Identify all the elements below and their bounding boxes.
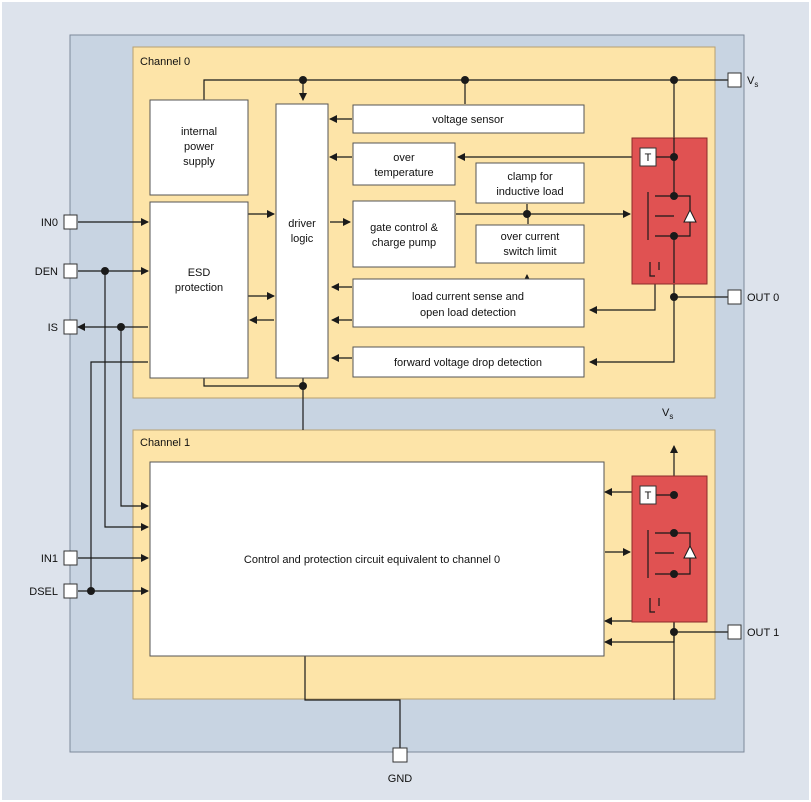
svg-text:OUT 0: OUT 0: [747, 292, 779, 304]
svg-text:switch limit: switch limit: [503, 246, 556, 258]
over-current-block: over current switch limit: [475, 224, 585, 264]
forward-voltage-drop-block: forward voltage drop detection: [352, 346, 585, 378]
pin-den: DEN: [35, 263, 78, 279]
pin-vs: Vs: [727, 72, 758, 89]
svg-text:power: power: [184, 141, 214, 153]
svg-text:DEN: DEN: [35, 266, 58, 278]
esd-protection-block: ESD protection: [149, 201, 249, 379]
vs-label-mid: Vs: [662, 407, 673, 421]
svg-text:forward voltage drop detection: forward voltage drop detection: [394, 357, 542, 369]
svg-text:charge pump: charge pump: [372, 237, 436, 249]
pin-out1: OUT 1: [727, 624, 779, 640]
svg-text:internal: internal: [181, 126, 217, 138]
pin-gnd: GND: [388, 747, 413, 785]
pin-is: IS: [48, 319, 78, 335]
voltage-sensor-block: voltage sensor: [352, 104, 585, 134]
svg-text:OUT 1: OUT 1: [747, 627, 779, 639]
svg-text:GND: GND: [388, 773, 413, 785]
svg-text:IN1: IN1: [41, 553, 58, 565]
svg-text:open load detection: open load detection: [420, 307, 516, 319]
svg-text:ESD: ESD: [188, 267, 211, 279]
svg-text:supply: supply: [183, 156, 215, 168]
pin-in1: IN1: [41, 550, 78, 566]
svg-text:Vs: Vs: [747, 75, 758, 89]
pin-in0: IN0: [41, 214, 78, 230]
svg-text:logic: logic: [291, 233, 314, 245]
pin-out0: OUT 0: [727, 289, 779, 305]
svg-text:IN0: IN0: [41, 217, 58, 229]
driver-logic-block: driver logic: [275, 103, 329, 379]
internal-power-supply-block: internal power supply: [149, 99, 249, 196]
svg-text:temperature: temperature: [374, 167, 433, 179]
svg-text:voltage sensor: voltage sensor: [432, 114, 504, 126]
svg-text:IS: IS: [48, 322, 58, 334]
svg-text:Control and protection circuit: Control and protection circuit equivalen…: [244, 554, 500, 566]
svg-text:protection: protection: [175, 282, 223, 294]
svg-text:over current: over current: [501, 231, 560, 243]
pin-dsel: DSEL: [29, 583, 78, 599]
svg-text:DSEL: DSEL: [29, 586, 58, 598]
svg-text:gate control &: gate control &: [370, 222, 439, 234]
svg-text:over: over: [393, 152, 415, 164]
svg-text:driver: driver: [288, 218, 316, 230]
svg-text:load current sense and: load current sense and: [412, 291, 524, 303]
temp-sensor-label-ch0: T: [645, 152, 652, 164]
gate-control-block: gate control & charge pump: [352, 200, 456, 268]
over-temperature-block: over temperature: [352, 142, 456, 186]
power-stage-channel0: T: [631, 137, 708, 285]
temp-sensor-label-ch1: T: [645, 490, 652, 502]
channel0-title: Channel 0: [140, 56, 190, 68]
clamp-block: clamp for inductive load: [475, 162, 585, 204]
load-current-sense-block: load current sense and open load detecti…: [352, 278, 585, 328]
input-wires: [77, 218, 149, 595]
channel1-title: Channel 1: [140, 437, 190, 449]
power-stage-channel1: T: [631, 475, 708, 623]
svg-text:inductive load: inductive load: [496, 186, 563, 198]
junction-dots: [87, 76, 678, 636]
svg-text:clamp for: clamp for: [507, 171, 553, 183]
control-protection-block: Control and protection circuit equivalen…: [149, 461, 605, 657]
